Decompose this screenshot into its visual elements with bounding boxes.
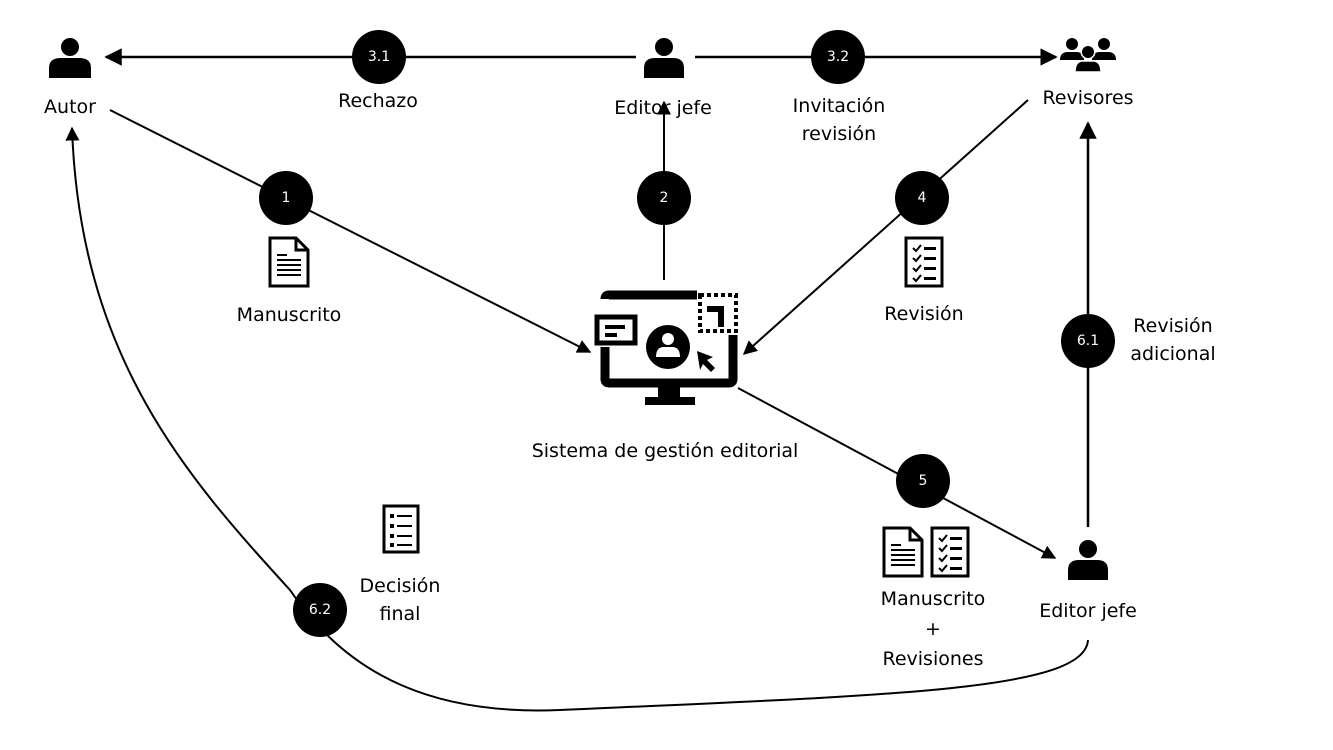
- svg-text:6.1: 6.1: [1077, 333, 1099, 349]
- svg-text:6.2: 6.2: [309, 602, 331, 618]
- group-icon-revisores: [1060, 38, 1116, 73]
- step-label-revision-adicional-line2: adicional: [1130, 343, 1216, 365]
- step-label-revision: Revisión: [884, 303, 964, 325]
- document-icon: [268, 236, 310, 288]
- step-badge-6-1: 6.1: [1061, 314, 1115, 368]
- step-label-decision-final: Decisión final: [360, 572, 441, 628]
- step-label-5-line3: Revisiones: [882, 648, 984, 670]
- edge-1-manuscrito: [109, 109, 592, 353]
- step-label-revision-adicional-line1: Revisión: [1133, 315, 1213, 337]
- step-badge-3-2: 3.2: [811, 30, 865, 84]
- step-label-invitacion-line1: Invitación: [792, 95, 886, 117]
- actor-label-editor-bottom: Editor jefe: [1039, 600, 1137, 622]
- person-icon-editor-bottom: [1068, 540, 1108, 580]
- svg-text:3.2: 3.2: [827, 49, 849, 65]
- list-icon: [382, 504, 420, 554]
- svg-text:1: 1: [282, 190, 291, 206]
- step-label-decision-final-line1: Decisión: [359, 575, 441, 597]
- edge-5-to-editor: [737, 387, 1057, 559]
- step-label-5-line1: Manuscrito: [880, 588, 986, 610]
- step-label-invitacion-line2: revisión: [801, 123, 877, 145]
- step-badge-3-1: 3.1: [352, 30, 406, 84]
- step-label-manuscrito: Manuscrito: [236, 304, 342, 326]
- actor-label-revisores: Revisores: [1042, 87, 1134, 109]
- step-badge-4: 4: [895, 171, 949, 225]
- system-label: Sistema de gestión editorial: [531, 440, 799, 462]
- checklist-icon: [904, 236, 944, 288]
- step-badge-1: 1: [259, 171, 313, 225]
- person-icon-autor: [49, 38, 91, 78]
- svg-text:2: 2: [660, 190, 669, 206]
- step-label-rechazo: Rechazo: [338, 90, 418, 112]
- actor-label-editor-top: Editor jefe: [614, 97, 712, 119]
- checklist-icon-step5: [930, 526, 970, 578]
- step-badge-6-2: 6.2: [293, 583, 347, 637]
- edge-6-2-decision-final: [65, 126, 1089, 712]
- person-icon-editor-top: [644, 38, 684, 78]
- svg-text:5: 5: [919, 473, 928, 489]
- step-label-invitacion: Invitación revisión: [793, 92, 886, 148]
- edge-4-revision: [742, 99, 1029, 355]
- step-label-decision-final-line2: final: [379, 603, 421, 625]
- step-label-manuscrito-revisiones: Manuscrito + Revisiones: [881, 584, 986, 674]
- svg-text:4: 4: [918, 190, 927, 206]
- actor-label-autor: Autor: [44, 96, 96, 118]
- step-label-5-line2: +: [925, 618, 941, 640]
- computer-system-icon: [594, 290, 738, 405]
- document-icon-step5: [882, 526, 924, 578]
- step-badge-2: 2: [637, 171, 691, 225]
- step-label-revision-adicional: Revisión adicional: [1130, 312, 1215, 368]
- step-badge-5: 5: [896, 454, 950, 508]
- svg-text:3.1: 3.1: [368, 49, 390, 65]
